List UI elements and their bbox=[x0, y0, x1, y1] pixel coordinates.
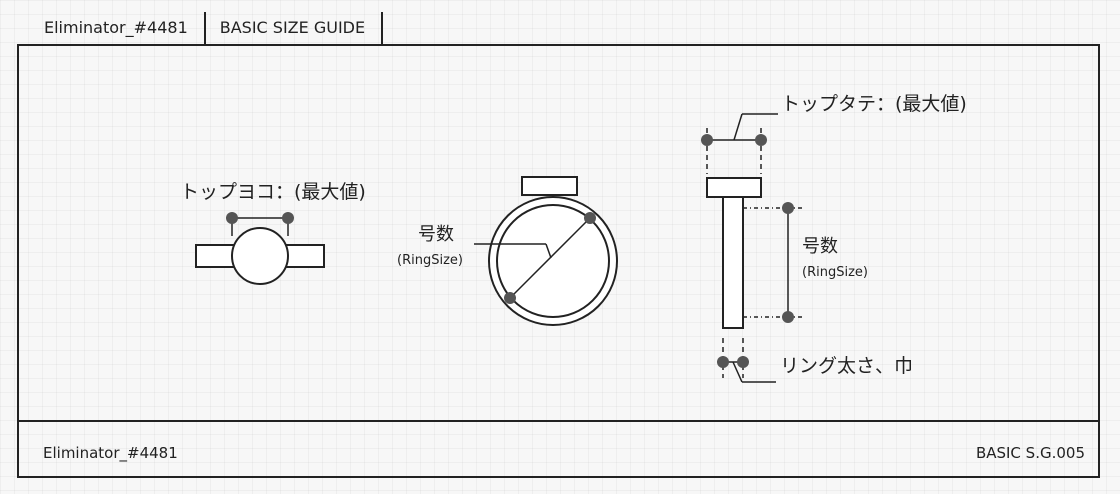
guide-frame bbox=[17, 44, 1100, 478]
band-label: リング太さ、巾 bbox=[780, 355, 913, 377]
top-stone-circle bbox=[231, 227, 289, 285]
band-dot-right bbox=[737, 356, 749, 368]
ring-size-dot-lower bbox=[504, 292, 516, 304]
side-ring-size-label: (RingSize) bbox=[802, 265, 868, 280]
side-top-plate bbox=[706, 177, 762, 198]
top-height-label: トップタテ：(最大値) bbox=[781, 93, 967, 115]
top-height-dot-right bbox=[755, 134, 767, 146]
ring-number-label: 号数 bbox=[418, 224, 454, 245]
side-shank bbox=[722, 196, 744, 329]
ring-size-leader-diagonal bbox=[545, 243, 552, 259]
band-leader bbox=[732, 361, 743, 383]
side-size-dot-bottom bbox=[782, 311, 794, 323]
tab-size-guide: BASIC SIZE GUIDE bbox=[206, 12, 384, 44]
footer-product-name: Eliminator_#4481 bbox=[43, 444, 178, 462]
ring-diameter-line bbox=[509, 217, 591, 299]
ring-size-dot-upper bbox=[584, 212, 596, 224]
top-view-ring bbox=[195, 217, 325, 285]
top-width-dot-right bbox=[282, 212, 294, 224]
band-dot-left bbox=[717, 356, 729, 368]
side-view-ring bbox=[706, 113, 803, 383]
top-width-dot-left bbox=[226, 212, 238, 224]
front-view-ring bbox=[474, 176, 618, 326]
ring-top-plate bbox=[521, 176, 578, 196]
top-height-leader bbox=[733, 113, 743, 141]
ring-size-label: (RingSize) bbox=[397, 253, 463, 268]
ring-outer-circle bbox=[488, 196, 618, 326]
footer-guide-code: BASIC S.G.005 bbox=[975, 444, 1085, 462]
tab-product-name: Eliminator_#4481 bbox=[18, 12, 206, 44]
ring-inner-circle bbox=[496, 204, 610, 318]
top-height-dot-left bbox=[701, 134, 713, 146]
header-tabs: Eliminator_#4481 BASIC SIZE GUIDE bbox=[18, 12, 384, 44]
footer-bar: Eliminator_#4481 BASIC S.G.005 bbox=[17, 420, 1100, 478]
size-guide-diagram: トップヨコ：(最大値) 号数 (RingSize) トップタテ：(最大値) 号数… bbox=[180, 93, 967, 383]
top-width-label: トップヨコ：(最大値) bbox=[180, 181, 366, 203]
side-ring-number-label: 号数 bbox=[802, 236, 838, 257]
side-size-dot-top bbox=[782, 202, 794, 214]
